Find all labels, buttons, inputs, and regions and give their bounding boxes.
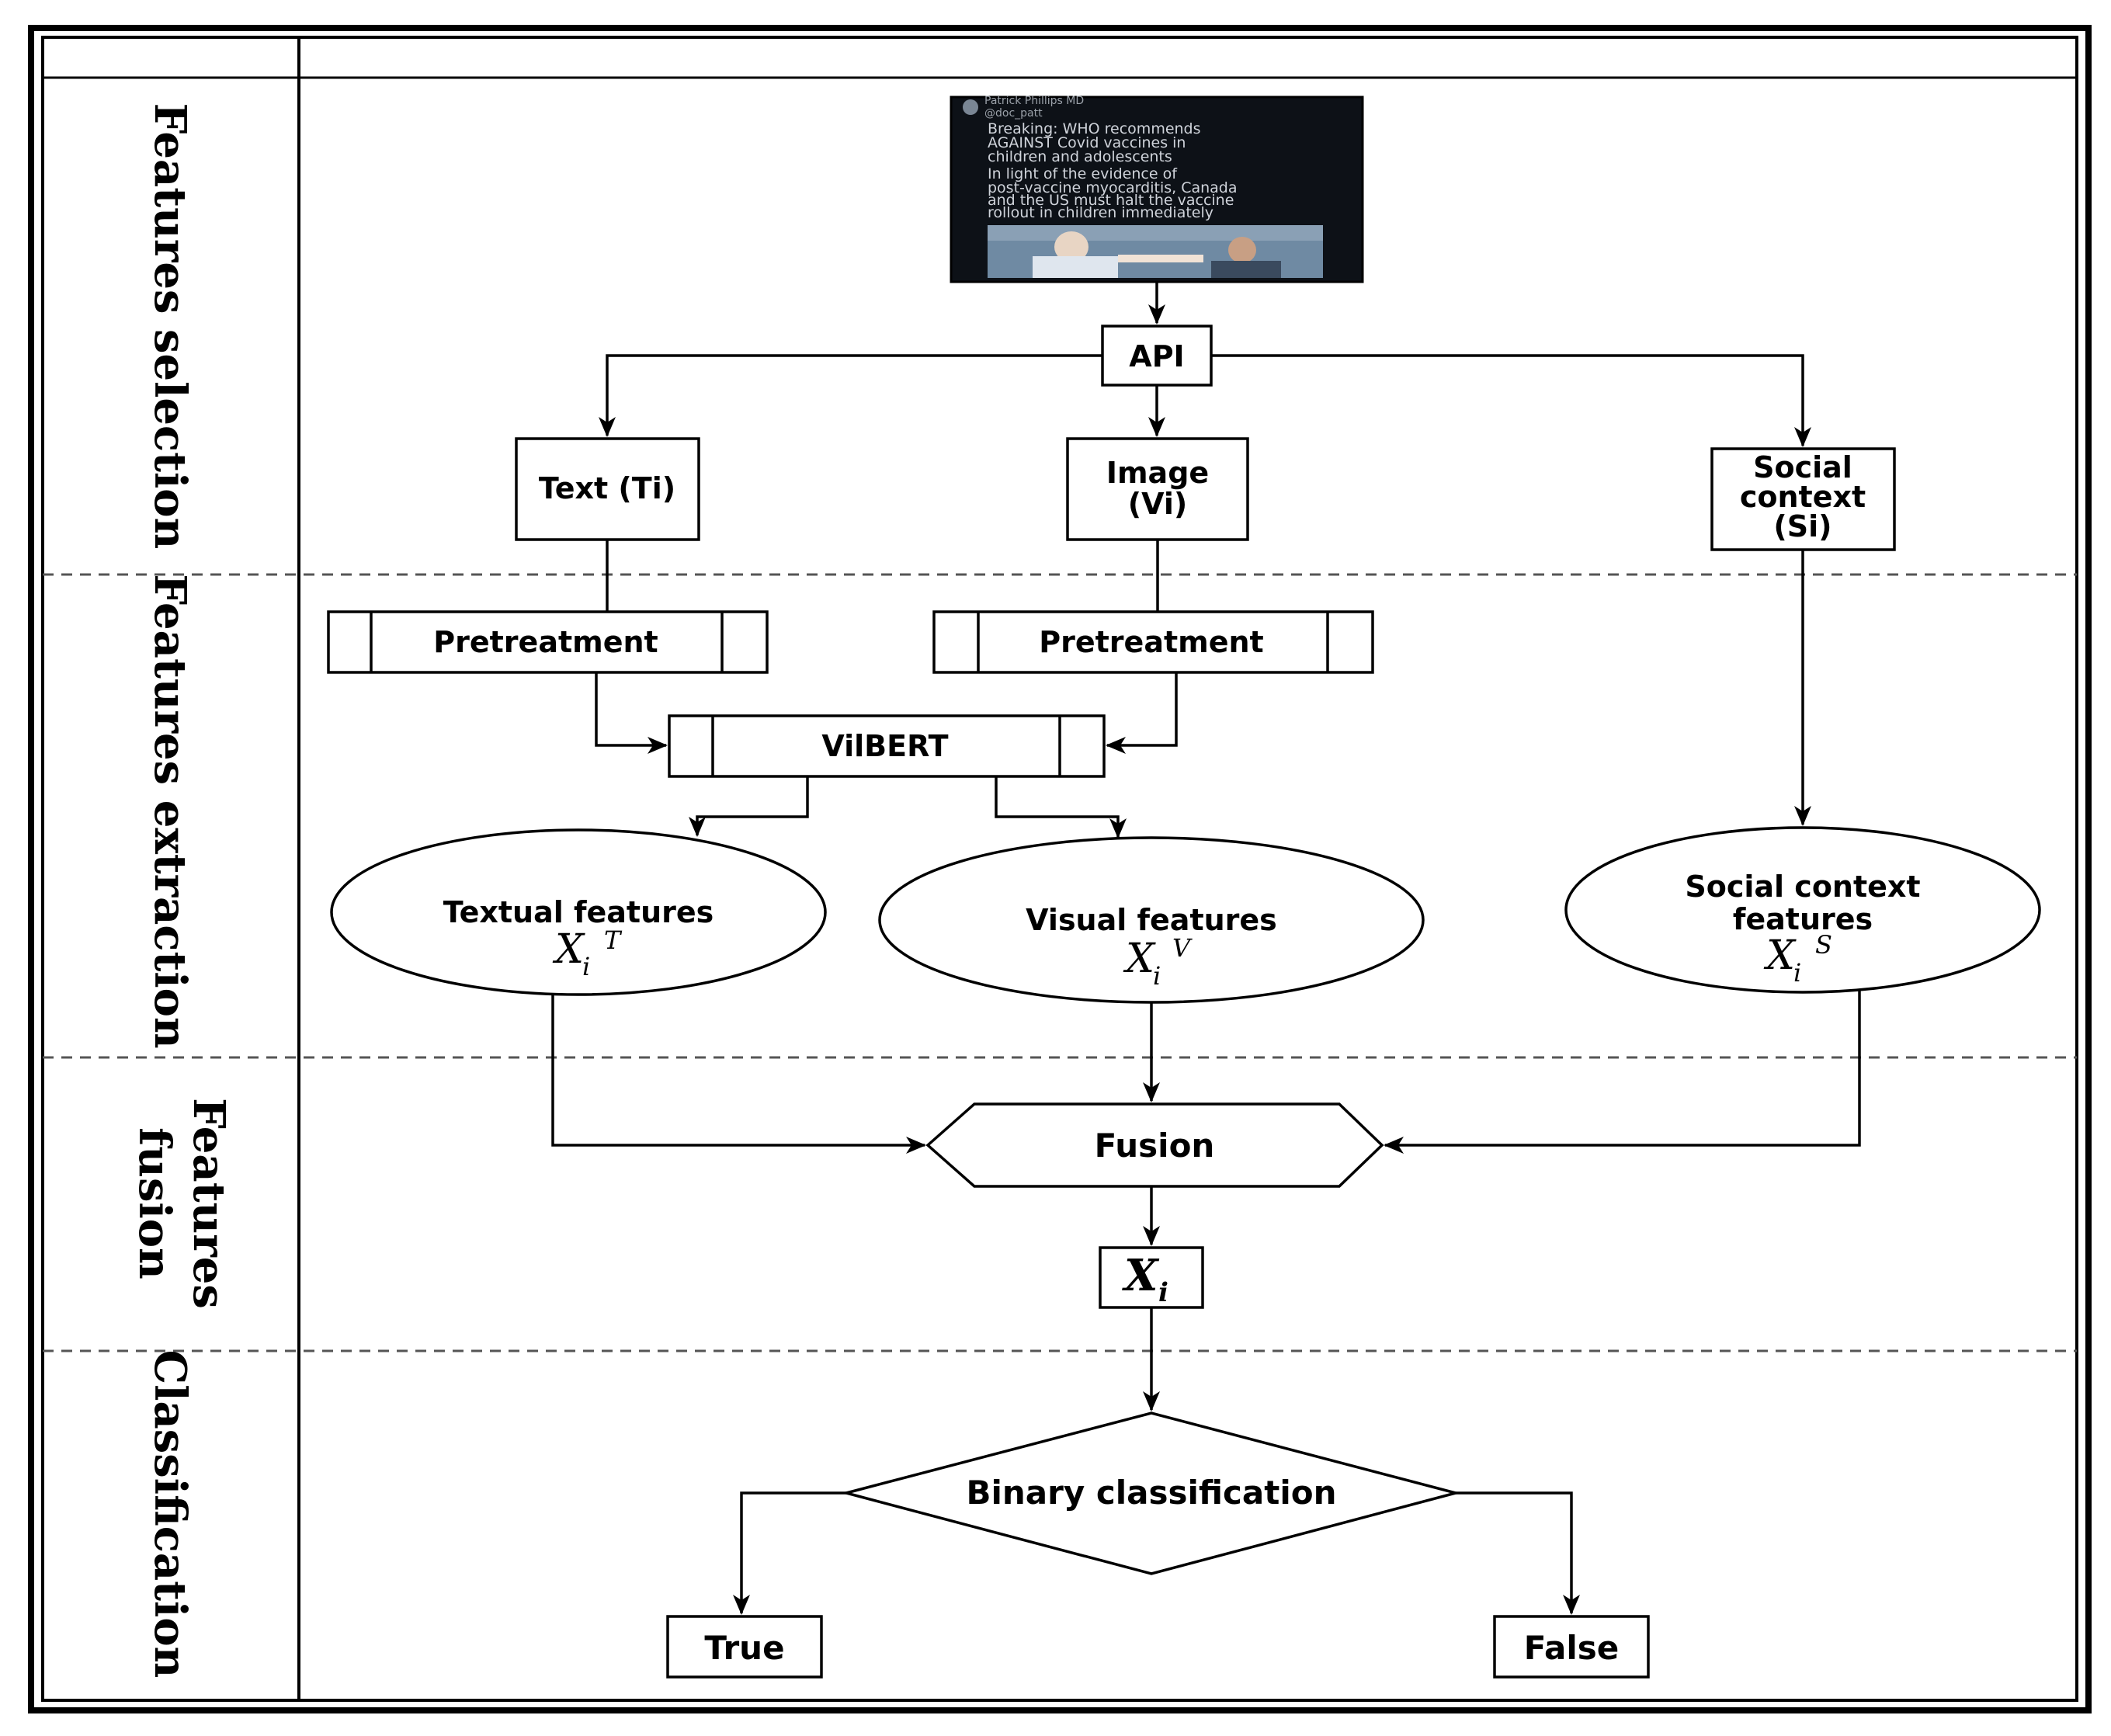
visual-features-sup: V [1172, 933, 1193, 963]
tweet-line: and the US must halt the vaccine [988, 192, 1234, 209]
xi-sub: i [1158, 1277, 1168, 1308]
text-label: Text (Ti) [539, 471, 675, 505]
tweet-line: AGAINST Covid vaccines in [988, 134, 1186, 151]
connector-pretreatment-text-vilbert [595, 672, 668, 754]
tweet-photo [988, 225, 1323, 278]
social-context-features-node: Social context features X i S [1564, 826, 2041, 994]
xi-box: X i [1099, 1246, 1204, 1309]
avatar [963, 99, 978, 115]
social-label-1: Social [1753, 450, 1852, 484]
textual-features-sup: T [604, 925, 623, 955]
api-box [1101, 325, 1213, 387]
text-box [515, 437, 700, 541]
connector-vilbert-textual [689, 776, 809, 837]
binary-classification-label: Binary classification [967, 1474, 1337, 1512]
connector-vilbert-visual [995, 776, 1127, 838]
textual-features-sub: i [582, 952, 590, 981]
connector-api-social [1211, 354, 1811, 447]
outer-frame-shadow [28, 25, 2092, 1713]
social-label-2: context [1740, 480, 1866, 514]
xi-symbol: X [1122, 1250, 1160, 1301]
tweet-handle: @doc_patt [984, 107, 1043, 120]
tweet-screenshot: Patrick Phillips MD @doc_patt Breaking: … [950, 95, 1364, 283]
false-label: False [1524, 1629, 1619, 1667]
lane-label-extraction: Features extraction [144, 574, 196, 1048]
lane-label-selection: Features selection [144, 103, 196, 550]
tweet-line: rollout in children immediately [988, 204, 1213, 221]
connector-social-fusion [1384, 991, 1861, 1154]
social-features-sub: i [1793, 958, 1801, 988]
pretreatment-image-label: Pretreatment [1039, 625, 1263, 659]
social-features-symbol: X [1763, 932, 1797, 979]
connector-api-text [599, 354, 1102, 437]
true-box [666, 1615, 823, 1679]
pretreatment-text-box: Pretreatment [327, 610, 769, 674]
social-context-box [1710, 447, 1896, 551]
connector-binary-true [733, 1491, 846, 1615]
false-box [1493, 1615, 1650, 1679]
textual-features-symbol: X [552, 926, 585, 973]
image-box [1066, 437, 1249, 541]
lane-label-fusion-2: fusion [129, 1127, 180, 1279]
tweet-author: Patrick Phillips MD [984, 95, 1084, 107]
lane-label-fusion-1: Features [183, 1098, 234, 1309]
social-label-3: (Si) [1773, 509, 1832, 543]
api-label: API [1129, 339, 1184, 373]
fusion-label: Fusion [1095, 1127, 1215, 1165]
social-features-sup: S [1815, 930, 1832, 960]
connector-pretreatment-image-vilbert [1106, 672, 1178, 754]
connector-textual-fusion [551, 994, 926, 1154]
fusion-node [925, 1102, 1384, 1188]
textual-features-node: Textual features X i T [330, 828, 827, 996]
tweet-line: post-vaccine myocarditis, Canada [988, 179, 1238, 196]
tweet-line: In light of the evidence of [988, 165, 1178, 182]
vilbert-box: VilBERT [668, 714, 1106, 778]
pretreatment-text-label: Pretreatment [433, 625, 658, 659]
visual-features-label: Visual features [1026, 903, 1277, 937]
vilbert-label: VilBERT [821, 729, 948, 763]
visual-features-node: Visual features X i V [878, 836, 1425, 1004]
connector-binary-false [1456, 1491, 1580, 1615]
outer-frame [41, 36, 2078, 1702]
social-features-label-2: features [1733, 902, 1873, 936]
tweet-line: Breaking: WHO recommends [988, 120, 1201, 137]
image-label-1: Image [1106, 456, 1209, 490]
visual-features-sub: i [1153, 961, 1161, 991]
lane-label-classification: Classification [144, 1350, 196, 1679]
pretreatment-image-box: Pretreatment [932, 610, 1374, 674]
textual-features-label: Textual features [443, 895, 714, 929]
social-features-label-1: Social context [1685, 870, 1920, 904]
image-label-2: (Vi) [1128, 487, 1188, 521]
tweet-line: children and adolescents [988, 148, 1172, 165]
visual-features-symbol: X [1123, 936, 1156, 982]
true-label: True [704, 1629, 784, 1667]
